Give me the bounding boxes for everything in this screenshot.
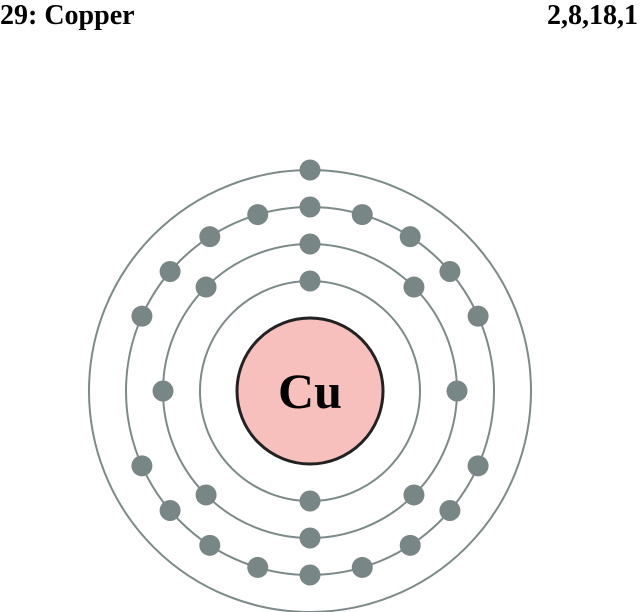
electron-shell-2 (299, 527, 321, 549)
electron-configuration-label: 2,8,18,1 (547, 0, 638, 31)
electron-shell-3 (467, 305, 489, 327)
electron-shell-2 (195, 484, 217, 506)
electron-shell-1 (299, 490, 321, 512)
electron-shell-3 (399, 226, 421, 248)
nucleus (235, 316, 385, 466)
electron-shell-3 (247, 204, 269, 226)
electron-shell-2 (446, 380, 468, 402)
electron-shell-3 (299, 196, 321, 218)
electrons (131, 159, 489, 586)
electron-shell-3 (131, 305, 153, 327)
electron-shell-3 (199, 226, 221, 248)
electron-shell-3 (399, 534, 421, 556)
electron-shell-1 (299, 270, 321, 292)
electron-shell-3 (159, 261, 181, 282)
element-name-label: 29: Copper (0, 0, 135, 31)
electron-shell-2 (403, 276, 425, 298)
electron-shell-3 (467, 455, 489, 477)
element-symbol: Cu (278, 363, 342, 419)
electron-shell-3 (247, 556, 269, 578)
electron-shell-3 (351, 204, 373, 226)
electron-shell-3 (299, 564, 321, 586)
electron-shell-4 (299, 159, 321, 181)
electron-shell-2 (403, 484, 425, 506)
electron-shell-3 (131, 455, 153, 477)
electron-shell-3 (439, 261, 461, 282)
electron-shell-3 (199, 534, 221, 556)
electron-shell-3 (439, 500, 461, 521)
electron-shell-3 (159, 500, 181, 521)
electron-shell-2 (195, 276, 217, 298)
electron-shell-3 (351, 556, 373, 578)
electron-shell-2 (299, 233, 321, 255)
electron-shell-2 (152, 380, 174, 402)
